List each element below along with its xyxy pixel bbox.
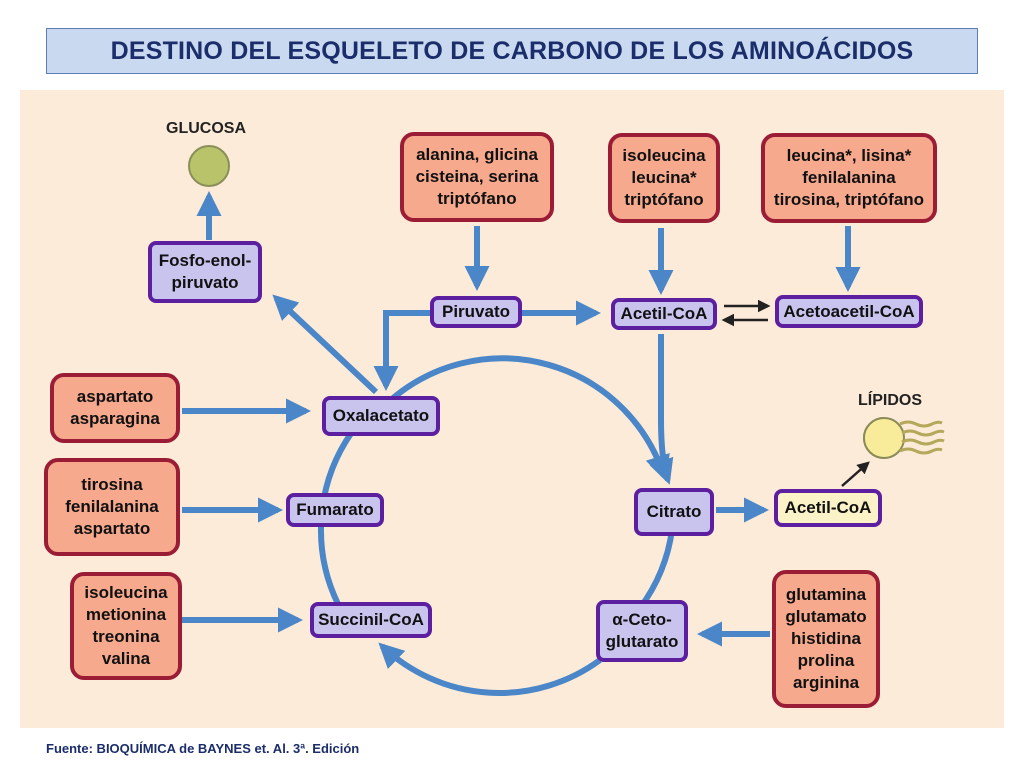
amino-acid-box-s7: glutamina glutamato histidina prolina ar… [772,570,880,708]
metabolite-line: Fosfo-enol- [158,251,252,270]
metabolite-box-pep: Fosfo-enol- piruvato [148,241,262,303]
arrow-acetilcoa-citrato [649,334,674,485]
metabolite-line: piruvato [171,273,239,292]
amino-acid-line: isoleucina [84,583,168,602]
arrow-oxalacetato-pep [272,294,379,395]
krebs-cycle-arc [378,642,602,696]
source-footer: Fuente: BIOQUÍMICA de BAYNES et. Al. 3ª.… [46,741,360,756]
arrow-piruvato-oxalacetato [373,310,430,392]
krebs-cycle-arc [390,355,670,481]
lipidos-label: LÍPIDOS [858,392,923,409]
metabolite-line: glutarato [605,632,679,651]
amino-acid-box-s6: isoleucina metionina treonina valina [70,572,182,680]
amino-acid-line: prolina [797,651,855,670]
page-title: DESTINO DEL ESQUELETO DE CARBONO DE LOS … [110,36,914,65]
metabolite-label: Citrato [646,502,702,521]
glucose-circle-icon [188,145,230,187]
metabolite-label: Piruvato [441,302,511,321]
metabolite-box-citrato: Citrato [634,488,714,536]
amino-acid-line: fenilalanina [802,168,896,187]
krebs-cycle-arc [637,529,675,610]
amino-acid-line: fenilalanina [65,497,159,516]
amino-acid-line: aspartato [76,387,154,406]
amino-acid-line: valina [101,649,151,668]
metabolite-box-acetoacetilcoa: Acetoacetil-CoA [775,295,923,328]
metabolite-label: Succinil-CoA [318,610,424,629]
metabolite-label: Fumarato [296,500,374,519]
amino-acid-line: alanina, glicina [416,145,538,164]
metabolite-label: Acetil-CoA [784,498,872,517]
amino-acid-line: cisteina, serina [415,167,539,186]
metabolite-box-succinilcoa: Succinil-CoA [310,602,432,638]
metabolite-box-acetilcoa-lipidos: Acetil-CoA [774,489,882,527]
metabolite-label: Acetoacetil-CoA [783,301,915,321]
amino-acid-line: triptófano [624,190,704,209]
amino-acid-line: leucina* [631,168,697,187]
amino-acid-box-s1: alanina, glicina cisteina, serina triptó… [400,132,554,222]
metabolite-label: Oxalacetato [332,406,430,425]
metabolite-box-oxalacetato: Oxalacetato [322,396,440,436]
metabolite-box-cetoglutarato: α-Ceto- glutarato [596,600,688,662]
metabolite-box-piruvato: Piruvato [430,296,522,328]
arrow-acetilcoa-lipidos [841,461,870,487]
page-title-box: DESTINO DEL ESQUELETO DE CARBONO DE LOS … [46,28,978,74]
amino-acid-line: leucina*, lisina* [786,146,912,165]
metabolite-box-acetilcoa: Acetil-CoA [611,298,717,330]
amino-acid-line: metionina [85,605,167,624]
amino-acid-box-s5: tirosina fenilalanina aspartato [44,458,180,556]
amino-acid-line: tirosina, triptófano [773,190,925,209]
amino-acid-line: arginina [792,673,860,692]
amino-acid-box-s3: leucina*, lisina* fenilalanina tirosina,… [761,133,937,223]
glucosa-label: GLUCOSA [166,120,246,137]
lipid-micelle-icon [863,417,945,459]
amino-acid-line: treonina [92,627,160,646]
metabolite-line: α-Ceto- [612,610,672,629]
amino-acid-line: triptófano [437,189,517,208]
amino-acid-line: histidina [791,629,861,648]
metabolite-box-fumarato: Fumarato [286,493,384,527]
amino-acid-line: asparagina [70,409,160,428]
metabolite-label: Acetil-CoA [620,304,708,323]
amino-acid-box-s4: aspartato asparagina [50,373,180,443]
amino-acid-box-s2: isoleucina leucina* triptófano [608,133,720,223]
amino-acid-line: glutamato [785,607,867,626]
amino-acid-line: isoleucina [622,146,706,165]
amino-acid-line: tirosina [81,475,143,494]
amino-acid-line: glutamina [785,585,867,604]
amino-acid-line: aspartato [73,519,151,538]
